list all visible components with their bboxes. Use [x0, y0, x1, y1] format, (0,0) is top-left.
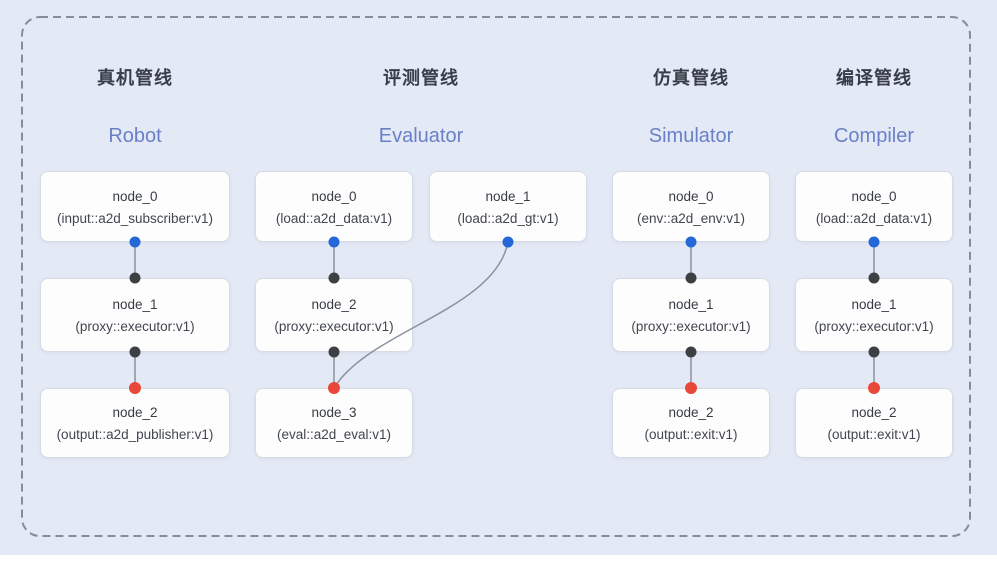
node-box-simulator-node0: node_0 (env::a2d_env:v1) — [612, 171, 770, 242]
dashed-frame — [21, 16, 971, 537]
node-type: (output::exit:v1) — [827, 427, 921, 442]
node-name: node_0 — [112, 188, 158, 204]
node-name: node_1 — [485, 188, 531, 204]
node-name: node_2 — [668, 405, 714, 420]
pipeline-title-en-compiler: Compiler — [833, 125, 915, 147]
node-type: (output::exit:v1) — [644, 427, 738, 442]
pipeline-header-evaluator: 评测管线 — [311, 64, 531, 90]
node-name: node_1 — [668, 297, 714, 312]
node-box-compiler-node0: node_0 (load::a2d_data:v1) — [795, 171, 953, 242]
node-name: node_2 — [112, 405, 158, 420]
node-type: (env::a2d_env:v1) — [636, 210, 746, 226]
node-box-robot-node2: node_2 (output::a2d_publisher:v1) — [40, 388, 230, 458]
node-name: node_0 — [668, 188, 714, 204]
node-box-evaluator-node1: node_1 (load::a2d_gt:v1) — [429, 171, 587, 242]
node-type: (output::a2d_publisher:v1) — [56, 427, 214, 442]
node-box-simulator-node2: node_2 (output::exit:v1) — [612, 388, 770, 458]
pipeline-title-en-robot: Robot — [108, 125, 162, 147]
node-box-evaluator-node3: node_3 (eval::a2d_eval:v1) — [255, 388, 413, 458]
node-name: node_3 — [311, 405, 357, 420]
node-name: node_0 — [851, 188, 897, 204]
node-type: (load::a2d_data:v1) — [275, 210, 393, 226]
pipeline-title-zh-compiler: 编译管线 — [836, 68, 912, 88]
pipeline-title-zh-evaluator: 评测管线 — [383, 68, 459, 88]
node-name: node_2 — [311, 297, 357, 312]
node-box-evaluator-node2: node_2 (proxy::executor:v1) — [255, 278, 413, 352]
node-box-compiler-node1: node_1 (proxy::executor:v1) — [795, 278, 953, 352]
node-box-compiler-node2: node_2 (output::exit:v1) — [795, 388, 953, 458]
node-type: (proxy::executor:v1) — [631, 319, 751, 334]
node-box-evaluator-node0: node_0 (load::a2d_data:v1) — [255, 171, 413, 242]
node-name: node_0 — [311, 188, 357, 204]
node-name: node_1 — [112, 297, 158, 312]
node-type: (input::a2d_subscriber:v1) — [56, 210, 214, 226]
node-type: (proxy::executor:v1) — [75, 319, 195, 334]
pipeline-title-zh-robot: 真机管线 — [97, 68, 173, 88]
node-type: (load::a2d_data:v1) — [815, 210, 933, 226]
pipeline-header-robot: 真机管线 — [25, 64, 245, 90]
node-box-simulator-node1: node_1 (proxy::executor:v1) — [612, 278, 770, 352]
node-box-robot-node0: node_0 (input::a2d_subscriber:v1) — [40, 171, 230, 242]
node-type: (proxy::executor:v1) — [274, 319, 394, 334]
bottom-strip — [0, 555, 997, 563]
pipeline-title-en-evaluator: Evaluator — [378, 125, 464, 147]
node-type: (eval::a2d_eval:v1) — [276, 427, 392, 442]
node-type: (load::a2d_gt:v1) — [457, 210, 559, 226]
pipeline-header-compiler: 编译管线 — [764, 64, 984, 90]
node-name: node_1 — [851, 297, 897, 312]
node-box-robot-node1: node_1 (proxy::executor:v1) — [40, 278, 230, 352]
node-name: node_2 — [851, 405, 897, 420]
node-type: (proxy::executor:v1) — [814, 319, 934, 334]
